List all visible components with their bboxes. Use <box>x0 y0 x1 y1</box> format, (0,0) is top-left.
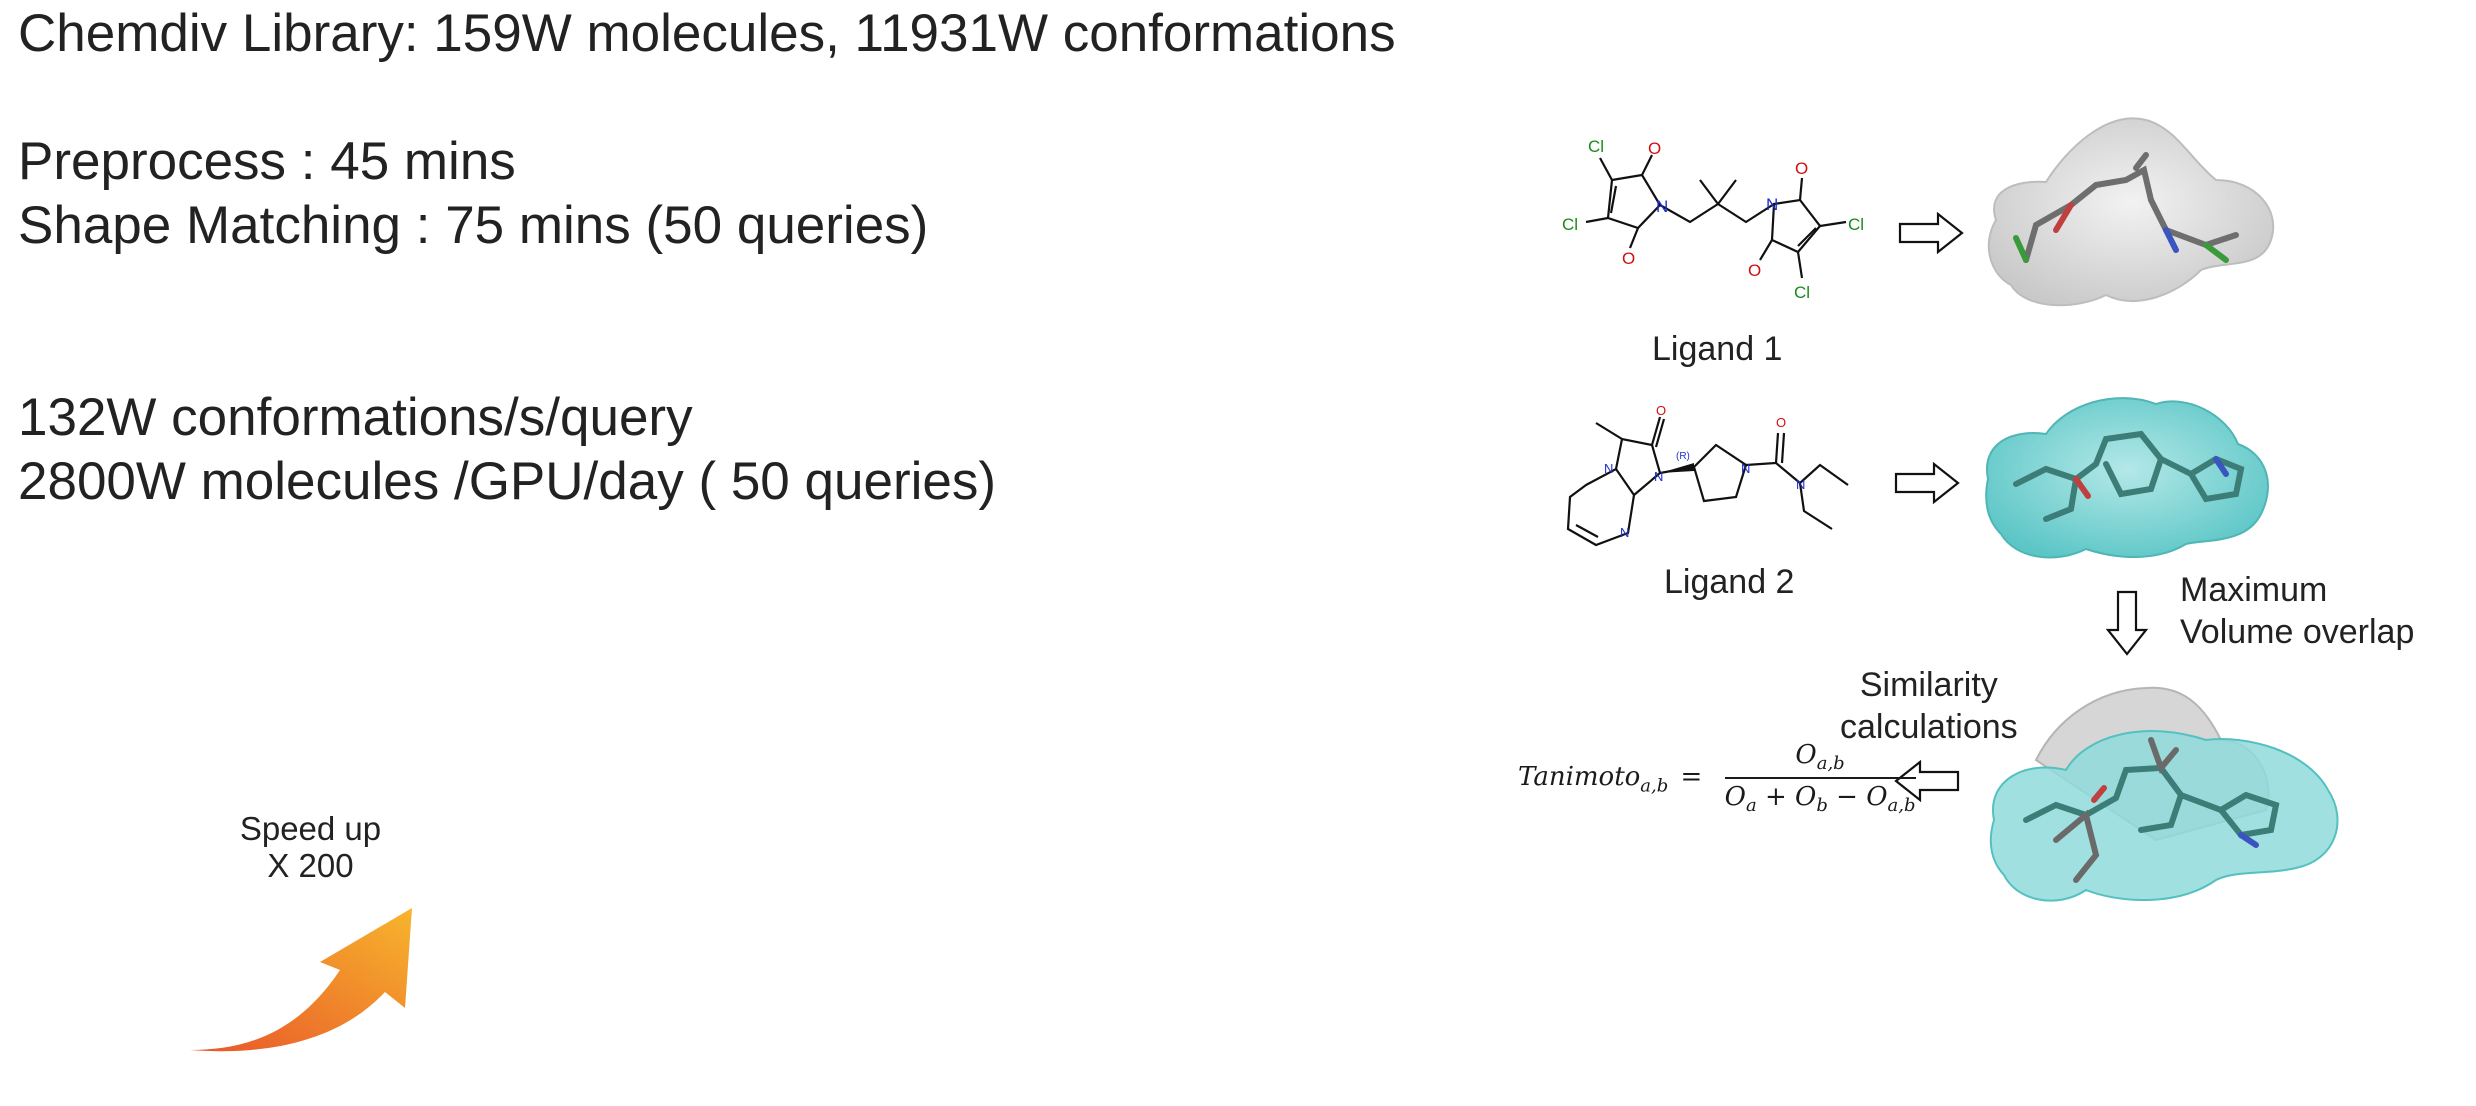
formula-numerator: Oa,b <box>1724 740 1916 780</box>
atom-o: O <box>1648 139 1661 158</box>
stereo-label: (R) <box>1676 451 1690 462</box>
speedup-line2: X 200 <box>267 847 354 884</box>
formula-eq: = <box>1680 762 1703 793</box>
atom-cl: Cl <box>1562 215 1578 234</box>
formula-den-a: O <box>1724 782 1746 813</box>
conformation-rate: 132W conformations/s/query <box>18 388 693 447</box>
similarity-line2: calculations <box>1840 708 2018 746</box>
max-overlap-line1: Maximum <box>2180 571 2328 609</box>
formula-denominator: Oa + Ob − Oa,b <box>1725 779 1916 816</box>
similarity-calculations-label: Similarity calculations <box>1840 664 2018 748</box>
arrow-left-icon <box>1894 759 1960 803</box>
atom-n: N <box>1796 477 1805 492</box>
atom-cl: Cl <box>1588 137 1604 156</box>
formula-lhs-sub: a,b <box>1640 775 1669 797</box>
speedup-line1: Speed up <box>239 810 382 847</box>
ligand2-structure: O O N N N N N (R) <box>1566 403 1849 547</box>
formula-den-b-sub: b <box>1816 795 1828 817</box>
atom-o: O <box>1656 403 1666 418</box>
ligand2-surface <box>1985 397 2269 559</box>
max-volume-overlap-label: Maximum Volume overlap <box>2180 569 2414 653</box>
speedup-label: Speed up X 200 <box>228 810 393 884</box>
formula-plus: + <box>1764 782 1787 813</box>
formula-den-a-sub: a <box>1745 795 1757 817</box>
similarity-line1: Similarity <box>1859 666 1998 704</box>
arrow-down-icon <box>2105 590 2149 656</box>
atom-n: N <box>1654 469 1663 484</box>
preprocess-time: Preprocess : 45 mins <box>18 132 516 191</box>
max-overlap-line2: Volume overlap <box>2180 613 2415 651</box>
formula-lhs: Tanimoto <box>1518 762 1641 793</box>
atom-o: O <box>1622 249 1635 268</box>
atom-n: N <box>1741 461 1750 476</box>
overlay-surface <box>1989 686 2339 902</box>
atom-cl: Cl <box>1794 283 1810 302</box>
atom-o: O <box>1795 159 1808 178</box>
formula-num-sub: a,b <box>1816 753 1845 775</box>
atom-o: O <box>1748 261 1761 280</box>
library-title: Chemdiv Library: 159W molecules, 11931W … <box>18 4 1396 63</box>
formula-minus: − <box>1836 782 1858 813</box>
atom-n: N <box>1766 195 1778 214</box>
formula-den-ab-sub: a,b <box>1887 795 1916 817</box>
atom-o: O <box>1776 415 1786 430</box>
formula-fraction: Oa,b Oa + Ob − Oa,b <box>1724 740 1916 816</box>
arrow-right-icon <box>1894 461 1960 505</box>
atom-cl: Cl <box>1848 215 1864 234</box>
ligand1-structure: Cl Cl O O N N O O Cl Cl <box>1562 137 1864 302</box>
ligand1-label: Ligand 1 <box>1652 330 1783 368</box>
ligand1-surface <box>1987 117 2275 307</box>
formula-den-b: O <box>1795 782 1817 813</box>
molecule-throughput: 2800W molecules /GPU/day ( 50 queries) <box>18 452 996 511</box>
ligand2-label: Ligand 2 <box>1664 563 1795 601</box>
formula-den-ab: O <box>1866 782 1888 813</box>
shape-matching-time: Shape Matching : 75 mins (50 queries) <box>18 196 929 255</box>
atom-n: N <box>1604 461 1613 476</box>
atom-n: N <box>1656 197 1668 216</box>
formula-num-o: O <box>1795 740 1817 770</box>
atom-n: N <box>1620 525 1629 540</box>
tanimoto-formula: Tanimotoa,b = Oa,b Oa + Ob − Oa,b <box>1518 740 1916 816</box>
speedup-arrow-icon <box>190 908 412 1052</box>
arrow-right-icon <box>1898 211 1964 255</box>
